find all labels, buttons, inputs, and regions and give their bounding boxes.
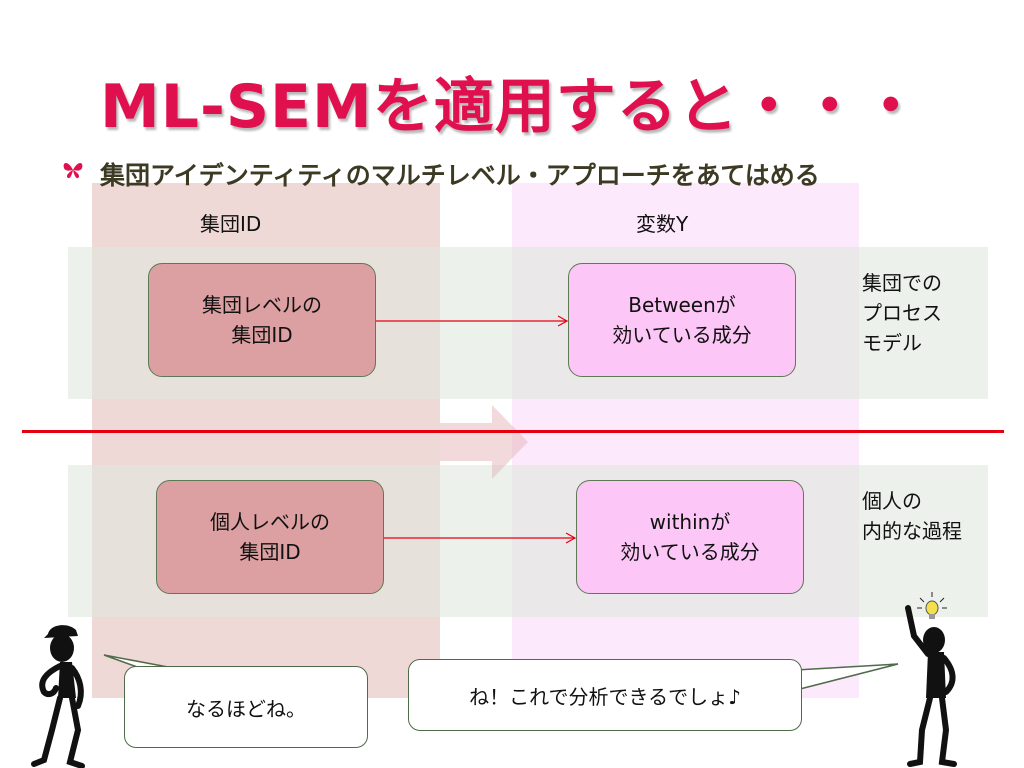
box-line: Betweenが [628, 293, 736, 317]
slide-title: ML-SEMを適用すると・・・ [100, 72, 922, 142]
right-bubble-text: ね！これで分析できるでしょ♪ [469, 684, 741, 709]
box-line: 集団ID [231, 323, 293, 347]
left-bubble-text: なるほどね。 [186, 696, 306, 721]
upper-arrow [376, 315, 569, 327]
box-line: 効いている成分 [612, 323, 752, 347]
level-divider-line [22, 430, 1004, 433]
group-level-box: 集団レベルの 集団ID [148, 263, 376, 377]
side-label-line: プロセス [862, 301, 942, 325]
upper-side-label: 集団での プロセス モデル [862, 268, 942, 358]
box-line: 集団ID [239, 540, 301, 564]
lightbulb-icon [917, 592, 947, 619]
side-label-line: 集団での [862, 271, 942, 295]
within-box: withinが 効いている成分 [576, 480, 804, 594]
side-label-line: 個人の [862, 489, 922, 513]
box-line: 効いている成分 [620, 540, 760, 564]
between-box: Betweenが 効いている成分 [568, 263, 796, 377]
faint-arrow-shape [440, 405, 528, 479]
box-line: withinが [649, 510, 731, 534]
butterfly-icon [62, 158, 84, 186]
box-line: 集団レベルの [202, 293, 322, 317]
bullet-text: 集団アイデンティティのマルチレベル・アプローチをあてはめる [100, 161, 820, 190]
lower-arrow [384, 532, 577, 544]
right-speech-bubble: ね！これで分析できるでしょ♪ [408, 659, 802, 731]
left-column-header: 集団ID [200, 212, 262, 236]
thinking-figure-icon [31, 625, 85, 768]
right-column-header: 変数Y [636, 212, 689, 236]
individual-level-box: 個人レベルの 集団ID [156, 480, 384, 594]
box-line: 個人レベルの [210, 510, 330, 534]
side-label-line: モデル [862, 331, 922, 355]
left-speech-bubble: なるほどね。 [124, 666, 368, 748]
side-label-line: 内的な過程 [862, 519, 962, 543]
idea-figure-icon [905, 592, 957, 767]
lower-side-label: 個人の 内的な過程 [862, 486, 962, 546]
